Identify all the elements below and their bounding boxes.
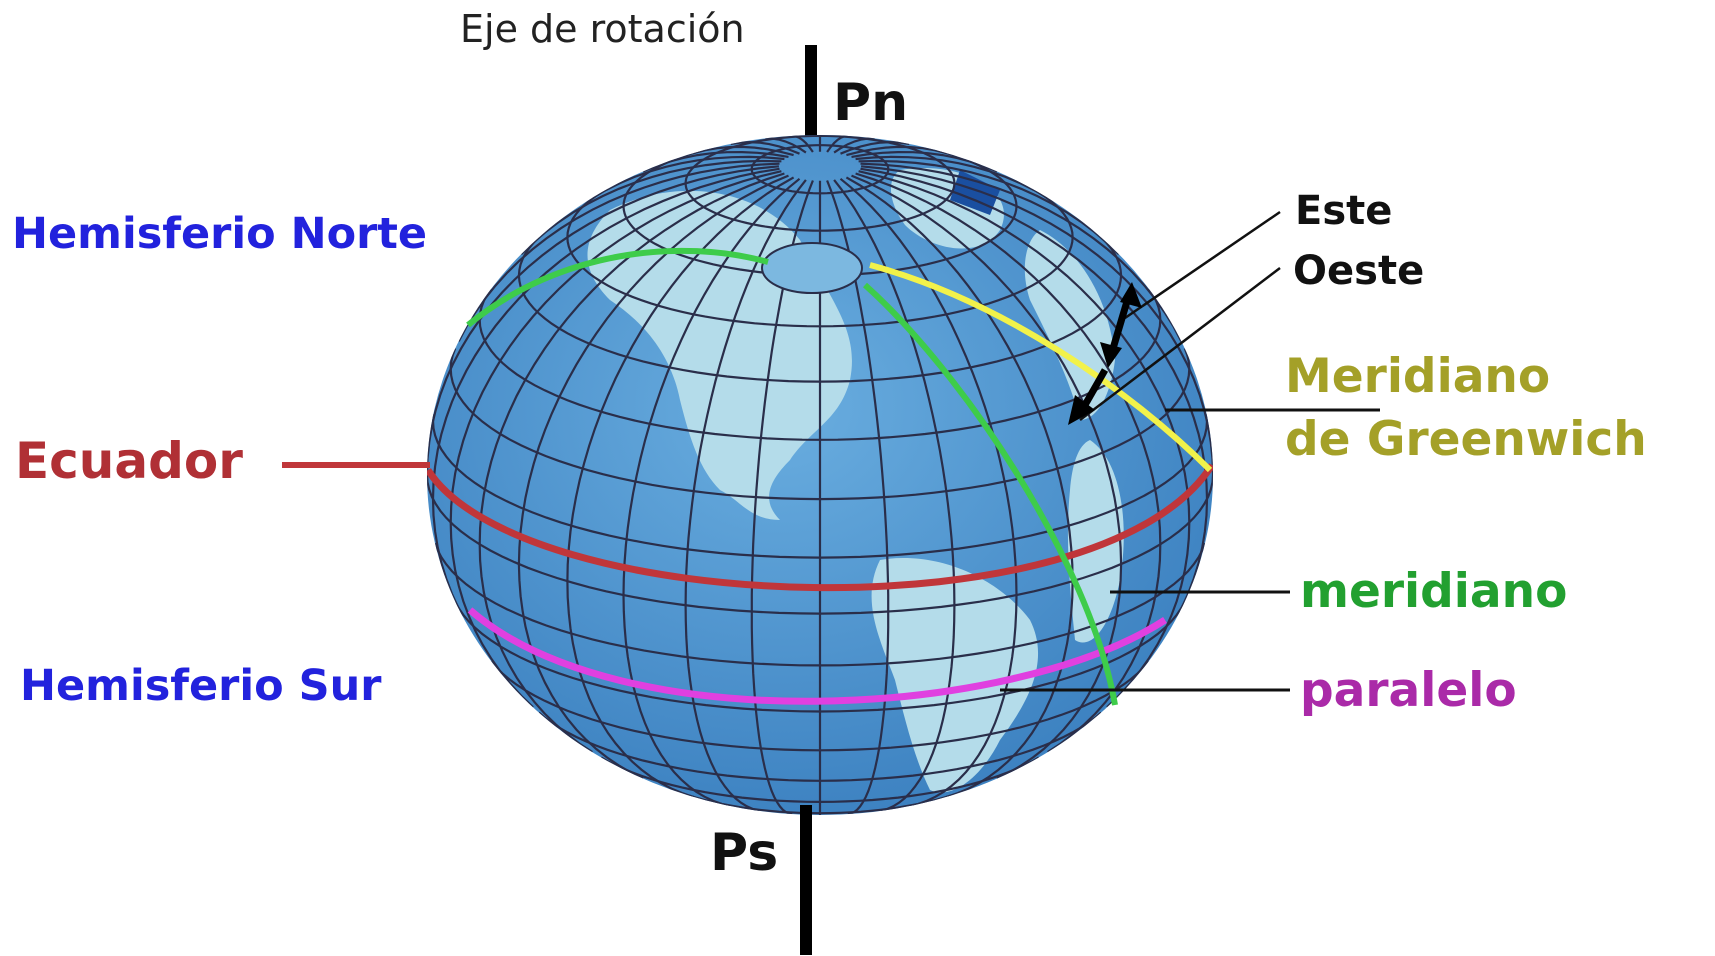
rotation-axis-bottom — [800, 805, 812, 955]
grid-meridian — [792, 135, 814, 153]
grid-meridian — [730, 140, 800, 155]
northern-meridian-arc — [466, 247, 769, 328]
grid-meridian — [457, 162, 780, 342]
axis-title: Eje de rotación — [460, 7, 745, 51]
parallel-label: paralelo — [1300, 663, 1517, 718]
grid-meridian — [431, 167, 780, 610]
grid-meridian — [826, 135, 848, 153]
grid-meridian — [693, 145, 794, 157]
grid-meridian — [839, 177, 1018, 808]
grid-meridian — [858, 159, 1120, 255]
east-west-arrows — [1068, 282, 1142, 425]
grid-meridian — [449, 170, 782, 708]
greenwich-label-line2: de Greenwich — [1285, 412, 1647, 467]
equator-label: Ecuador — [15, 432, 243, 490]
grid-meridian — [845, 176, 1074, 799]
reference-lines — [427, 463, 1213, 705]
grid-meridian — [846, 145, 947, 157]
greenwich-meridian-line — [869, 262, 1213, 473]
greenwich-label-line1: Meridiano — [1285, 349, 1550, 404]
north-polar-cap — [761, 242, 863, 294]
east-leader — [1124, 210, 1281, 320]
grid-meridian — [684, 179, 807, 812]
grid-meridian — [851, 174, 1123, 780]
north-hemisphere-label: Hemisferio Norte — [12, 209, 427, 259]
east-label: Este — [1295, 188, 1392, 234]
grid-meridian — [622, 177, 801, 808]
globe — [427, 135, 1213, 815]
grid-meridian — [858, 170, 1191, 708]
meridian-line — [862, 282, 1118, 706]
land-top-right — [950, 170, 1000, 215]
grid-meridian — [840, 140, 910, 155]
grid-meridian — [860, 165, 1213, 476]
south-hemisphere-label: Hemisferio Sur — [20, 661, 382, 711]
grid-meridian — [765, 137, 807, 154]
parallel-line — [467, 607, 1167, 705]
grid-meridian — [520, 159, 782, 255]
grid-meridian — [833, 137, 875, 154]
meridian-label: meridiano — [1300, 564, 1567, 619]
grid-meridian — [427, 165, 780, 476]
grid-meridian — [642, 150, 789, 173]
south-pole-label: Ps — [710, 823, 778, 883]
west-label: Oeste — [1293, 248, 1424, 294]
grid-meridian — [851, 150, 998, 173]
grid-meridian — [860, 167, 1209, 610]
grid-meridian — [566, 176, 795, 799]
grid-meridian — [833, 179, 956, 812]
grid-meridian — [855, 172, 1162, 754]
equator-line — [427, 463, 1213, 592]
grid-meridian — [855, 155, 1049, 199]
grid-meridian — [591, 155, 785, 199]
west-leader — [1079, 267, 1281, 421]
grid-meridian — [478, 172, 785, 754]
north-pole-label: Pn — [833, 73, 908, 133]
grid-meridian — [860, 162, 1183, 342]
grid-meridian — [517, 174, 789, 780]
